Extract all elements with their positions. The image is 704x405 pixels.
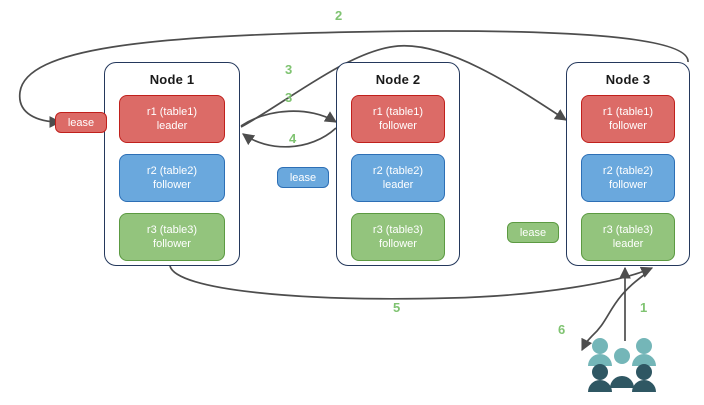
replica-name: r1 (table1) <box>146 106 198 118</box>
step-label-1: 1 <box>640 300 648 315</box>
replica-box[interactable]: r2 (table2) follower <box>581 154 675 202</box>
replica-name: r2 (table2) <box>372 165 424 177</box>
replica-box[interactable]: r1 (table1) follower <box>351 95 445 143</box>
replica-role: follower <box>153 179 191 191</box>
step-label-3b: 3 <box>285 90 293 105</box>
replica-role: follower <box>379 120 417 132</box>
replica-name: r3 (table3) <box>372 224 424 236</box>
replica-name: r3 (table3) <box>146 224 198 236</box>
replica-role: leader <box>612 238 644 250</box>
lease-badge-r3[interactable]: lease <box>507 222 559 243</box>
replica-role: follower <box>153 238 191 250</box>
replica-box[interactable]: r1 (table1) follower <box>581 95 675 143</box>
replica-name: r2 (table2) <box>146 165 198 177</box>
node-container-3[interactable]: Node 3 r1 (table1) follower r2 (table2) … <box>566 62 690 266</box>
step-label-2: 2 <box>335 8 343 23</box>
node-container-1[interactable]: Node 1 r1 (table1) leader r2 (table2) fo… <box>104 62 240 266</box>
replica-name: r2 (table2) <box>602 165 654 177</box>
step-label-3a: 3 <box>285 62 293 77</box>
lease-badge-r1[interactable]: lease <box>55 112 107 133</box>
lease-badge-r2[interactable]: lease <box>277 167 329 188</box>
node-title: Node 3 <box>605 72 651 87</box>
replica-role: follower <box>609 179 647 191</box>
replica-name: r3 (table3) <box>602 224 654 236</box>
step-label-4: 4 <box>289 131 297 146</box>
replica-name: r1 (table1) <box>602 106 654 118</box>
step-label-5: 5 <box>393 300 401 315</box>
replica-box[interactable]: r3 (table3) follower <box>119 213 225 261</box>
arrow-step-5 <box>169 265 654 300</box>
node-container-2[interactable]: Node 2 r1 (table1) follower r2 (table2) … <box>336 62 460 266</box>
replica-box[interactable]: r2 (table2) leader <box>351 154 445 202</box>
replica-box[interactable]: r2 (table2) follower <box>119 154 225 202</box>
people-group-icon <box>588 338 656 392</box>
replica-box[interactable]: r1 (table1) leader <box>119 95 225 143</box>
replica-name: r1 (table1) <box>372 106 424 118</box>
node-title: Node 2 <box>375 72 421 87</box>
step-label-6: 6 <box>558 322 566 337</box>
replica-role: leader <box>156 120 188 132</box>
replica-role: follower <box>379 238 417 250</box>
replica-box[interactable]: r3 (table3) follower <box>351 213 445 261</box>
arrow-step-3-lower <box>240 110 338 127</box>
replica-role: follower <box>609 120 647 132</box>
node-title: Node 1 <box>149 72 195 87</box>
replica-role: leader <box>382 179 414 191</box>
replica-box[interactable]: r3 (table3) leader <box>581 213 675 261</box>
